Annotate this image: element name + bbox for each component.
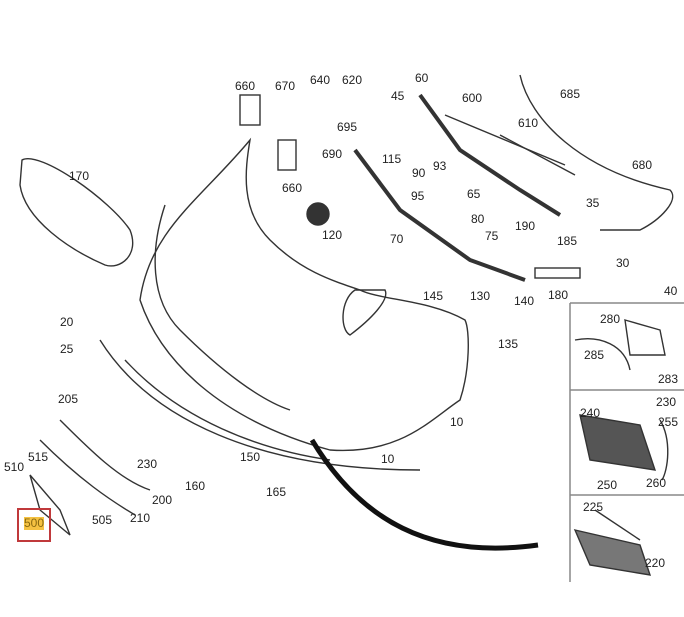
part-label[interactable]: 230 — [137, 457, 158, 471]
part-label[interactable]: 120 — [322, 228, 343, 242]
wiring-600 — [444, 114, 566, 166]
highlighted-part-label[interactable]: 500 — [24, 516, 45, 530]
part-label[interactable]: 93 — [433, 159, 447, 173]
part-label[interactable]: 240 — [580, 406, 601, 420]
part-label[interactable]: 670 — [275, 79, 296, 93]
part-label[interactable]: 45 — [391, 89, 405, 103]
part-label[interactable]: 180 — [548, 288, 569, 302]
part-label[interactable]: 283 — [658, 372, 679, 386]
part-label[interactable]: 140 — [514, 294, 535, 308]
part-label[interactable]: 20 — [60, 315, 74, 329]
part-label[interactable]: 145 — [423, 289, 444, 303]
star-emblem-120 — [306, 202, 330, 226]
part-label[interactable]: 115 — [382, 152, 402, 166]
part-label[interactable]: 160 — [185, 479, 206, 493]
part-label[interactable]: 150 — [240, 450, 261, 464]
part-label[interactable]: 250 — [597, 478, 618, 492]
part-label[interactable]: 95 — [411, 189, 425, 203]
part-label[interactable]: 210 — [130, 511, 151, 525]
detail-arrow — [309, 438, 539, 551]
part-label[interactable]: 40 — [664, 284, 678, 298]
part-label[interactable]: 90 — [412, 166, 426, 180]
bracket-60 — [418, 93, 562, 217]
grille-220 — [573, 529, 652, 576]
part-label[interactable]: 75 — [485, 229, 499, 243]
grille-frame-170 — [19, 158, 134, 267]
part-label[interactable]: 65 — [467, 187, 481, 201]
highlight-box — [17, 508, 51, 542]
part-label[interactable]: 680 — [632, 158, 653, 172]
part-label[interactable]: 660 — [282, 181, 303, 195]
detail-panels — [569, 302, 684, 582]
part-label[interactable]: 620 — [342, 73, 363, 87]
bumper-cover — [139, 137, 469, 452]
part-label[interactable]: 510 — [4, 460, 25, 474]
part-label[interactable]: 170 — [69, 169, 90, 183]
part-label[interactable]: 30 — [616, 256, 630, 270]
part-label[interactable]: 130 — [470, 289, 491, 303]
part-label[interactable]: 200 — [152, 493, 173, 507]
part-label[interactable]: 10 — [450, 415, 464, 429]
harness-680 — [519, 74, 674, 231]
part-label[interactable]: 60 — [415, 71, 429, 85]
part-label[interactable]: 255 — [658, 415, 679, 429]
part-label[interactable]: 280 — [600, 312, 621, 326]
wiring-610 — [499, 134, 576, 176]
part-label[interactable]: 135 — [498, 337, 519, 351]
lower-bumper-trim — [99, 339, 421, 471]
part-label[interactable]: 660 — [235, 79, 256, 93]
part-label[interactable]: 695 — [337, 120, 358, 134]
part-label[interactable]: 70 — [390, 232, 404, 246]
part-label[interactable]: 25 — [60, 342, 74, 356]
part-label[interactable]: 685 — [560, 87, 581, 101]
part-label[interactable]: 515 — [28, 450, 49, 464]
part-label[interactable]: 690 — [322, 147, 343, 161]
trim-500 — [29, 474, 71, 536]
part-label[interactable]: 230 — [656, 395, 677, 409]
part-label[interactable]: 185 — [557, 234, 578, 248]
part-label[interactable]: 600 — [462, 91, 483, 105]
bracket-180 — [534, 267, 581, 279]
module-660 — [239, 94, 261, 126]
grille-240 — [579, 414, 657, 471]
part-label[interactable]: 640 — [310, 73, 331, 87]
part-label[interactable]: 260 — [646, 476, 667, 490]
part-label[interactable]: 220 — [645, 556, 666, 570]
part-label[interactable]: 610 — [518, 116, 539, 130]
part-label[interactable]: 225 — [583, 500, 604, 514]
part-label[interactable]: 10 — [381, 452, 395, 466]
part-label[interactable]: 505 — [92, 513, 113, 527]
part-label[interactable]: 205 — [58, 392, 79, 406]
part-label[interactable]: 165 — [266, 485, 287, 499]
part-label[interactable]: 80 — [471, 212, 485, 226]
part-label[interactable]: 35 — [586, 196, 600, 210]
part-label[interactable]: 190 — [515, 219, 536, 233]
impact-absorber-70 — [353, 148, 526, 282]
part-label[interactable]: 285 — [584, 348, 605, 362]
